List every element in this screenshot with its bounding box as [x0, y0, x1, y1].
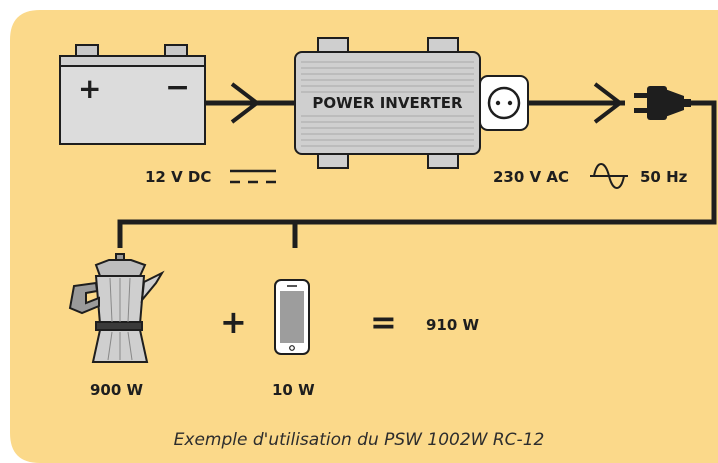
battery-plus-sign: +: [78, 72, 102, 105]
power-socket-icon: [479, 75, 529, 131]
total-power-label: 910 W: [426, 316, 480, 334]
coffee-power-label: 900 W: [90, 381, 144, 399]
coffee-maker-icon: [68, 253, 165, 363]
smartphone-icon: [274, 279, 310, 355]
caption: Exemple d'utilisation du PSW 1002W RC-12: [173, 430, 545, 450]
plus-operator: +: [220, 303, 247, 341]
power-inverter-icon: [294, 37, 481, 169]
power-plug-icon: [634, 86, 691, 120]
battery-icon: [59, 44, 206, 145]
battery-minus-sign: −: [165, 70, 191, 105]
ac-frequency-label: 50 Hz: [640, 168, 688, 186]
wiring: [117, 82, 717, 248]
ac-voltage-label: 230 V AC: [493, 168, 569, 186]
dc-voltage-label: 12 V DC: [145, 168, 212, 186]
ac-sine-icon: [590, 163, 628, 189]
inverter-label: POWER INVERTER: [312, 94, 463, 112]
equals-operator: =: [370, 303, 397, 341]
phone-power-label: 10 W: [272, 381, 315, 399]
dc-symbol-icon: [230, 169, 276, 184]
